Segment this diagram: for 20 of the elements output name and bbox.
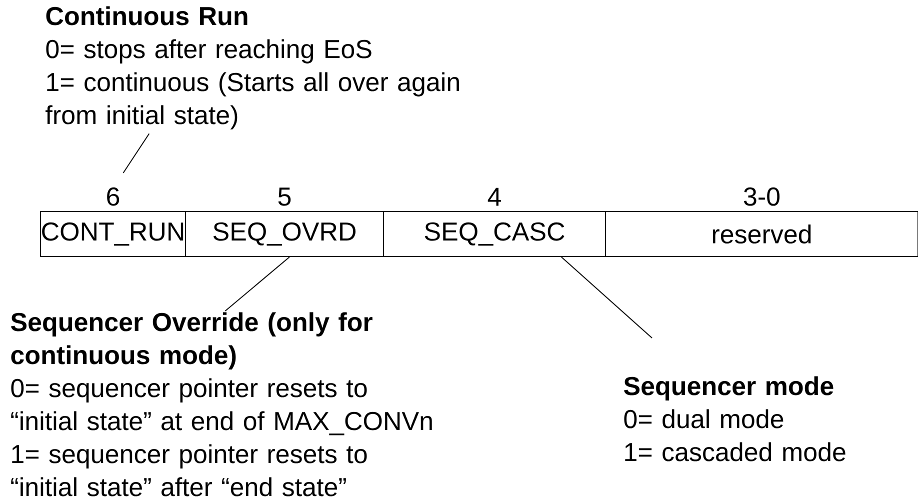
description: 0= sequencer pointer resets to “initial state” at end of MAX_CONVn <box>11 378 432 436</box>
heading: Continuous Run <box>46 6 248 26</box>
bit-number: 4 <box>488 188 501 206</box>
description: 1= sequencer pointer resets to “initial state” after “end state” <box>11 444 367 496</box>
bit-number: 3-0 <box>744 187 780 206</box>
description: 0= dual mode <box>624 409 784 428</box>
heading: Sequencer Override (only for continuous mode) <box>10 312 372 370</box>
bit-number: 6 <box>107 187 120 206</box>
bit-number: 5 <box>278 188 291 206</box>
register-cell: SEQ_OVRD <box>185 211 384 257</box>
description: 1= continuous (Starts all over again from initial state) <box>46 72 459 130</box>
leader-line <box>224 256 290 312</box>
leader-line <box>560 256 653 338</box>
register-cell: CONT_RUN <box>40 211 186 257</box>
description: 0= stops after reaching EoS <box>46 39 372 64</box>
register-cell: reserved <box>605 211 918 257</box>
leader-line <box>122 133 150 174</box>
register-cell: SEQ_CASC <box>383 211 606 257</box>
heading: Sequencer mode <box>624 376 834 400</box>
description: 1= cascaded mode <box>625 442 846 462</box>
